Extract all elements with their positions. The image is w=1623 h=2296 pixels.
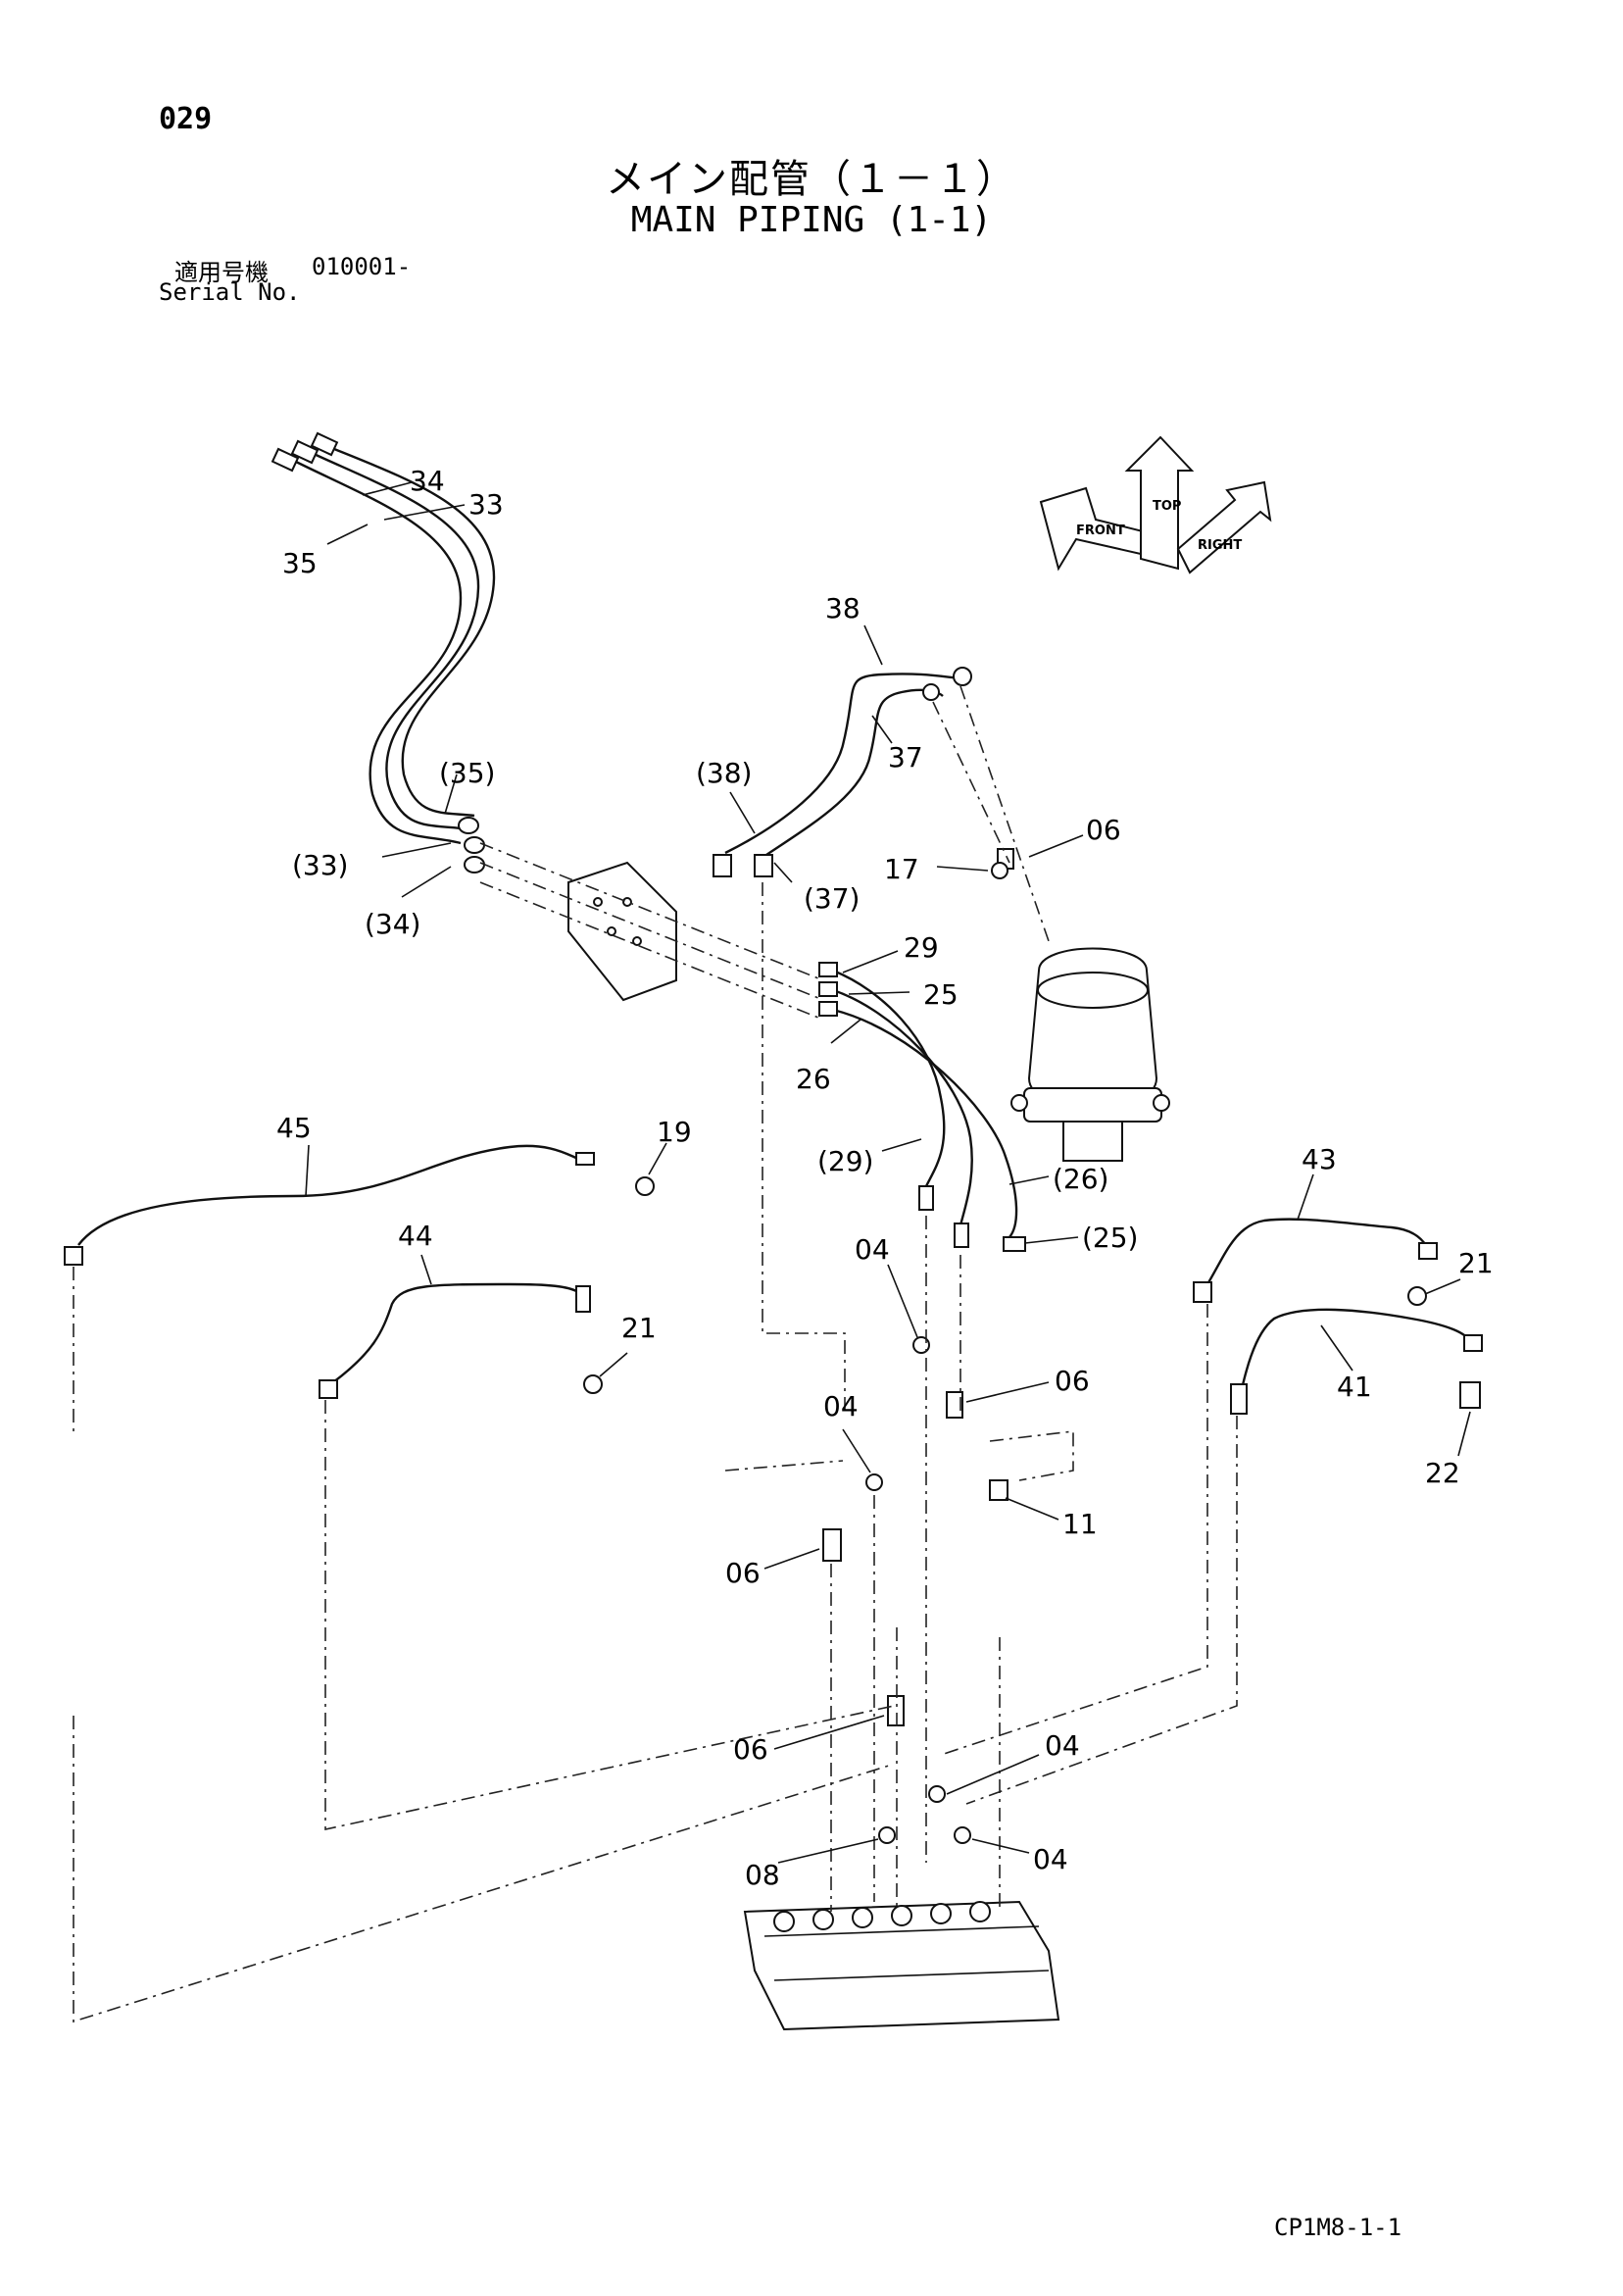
hose-41: [1230, 1308, 1483, 1415]
orientation-compass-icon: FRONT TOP RIGHT: [1039, 435, 1272, 574]
callout-06-left: 06: [725, 1557, 761, 1589]
hose-43: [1193, 1218, 1438, 1306]
callout-21-right: 21: [1458, 1247, 1494, 1279]
compass-right-label: RIGHT: [1198, 538, 1242, 553]
page-title-japanese: メイン配管（１－１）: [606, 157, 1017, 202]
connection-lines: [73, 685, 1238, 2023]
callout-45: 45: [276, 1112, 312, 1144]
compass-front-label: FRONT: [1076, 524, 1125, 538]
callout-41: 41: [1337, 1371, 1372, 1403]
compass-top-label: TOP: [1153, 499, 1181, 514]
callout-35: 35: [282, 547, 318, 579]
callout-37: 37: [888, 741, 923, 774]
serial-label-english: Serial No.: [159, 278, 301, 306]
callout-06-swing: 06: [1086, 814, 1121, 846]
hose-assembly-25-29: [818, 962, 1026, 1252]
callout-06-lower: 06: [733, 1733, 768, 1766]
callout-34-ref: (34): [365, 908, 420, 940]
callout-11: 11: [1062, 1508, 1098, 1540]
hose-45: [64, 1144, 655, 1266]
page-number: 029: [159, 102, 213, 136]
serial-label-japanese: 適用号機: [174, 259, 269, 286]
callout-25-ref: (25): [1082, 1222, 1138, 1254]
callout-21-left: 21: [621, 1312, 657, 1344]
callout-38-ref: (38): [696, 757, 752, 789]
callout-08: 08: [745, 1859, 780, 1891]
callout-29: 29: [904, 931, 939, 964]
callout-19: 19: [657, 1116, 692, 1148]
callout-26-ref: (26): [1053, 1163, 1108, 1195]
fittings: [822, 848, 1014, 1844]
callout-22: 22: [1425, 1457, 1460, 1489]
swing-motor: [1010, 947, 1170, 1162]
callout-29-ref: (29): [817, 1145, 873, 1177]
callout-04-lower: 04: [1045, 1729, 1080, 1762]
callout-25: 25: [923, 978, 959, 1011]
callout-04-mid: 04: [823, 1390, 859, 1423]
callout-37-ref: (37): [804, 882, 860, 915]
callout-06-mid: 06: [1055, 1365, 1090, 1397]
manifold-block: [567, 861, 677, 1002]
callout-35-ref: (35): [439, 757, 495, 789]
hose-44: [319, 1282, 603, 1399]
callout-17: 17: [884, 853, 919, 885]
callout-33: 33: [468, 488, 504, 521]
part-callouts: 34 33 35 38 37 (35) (38) (33) (34) (37) …: [276, 465, 1494, 1891]
callout-04-upper: 04: [855, 1233, 890, 1266]
serial-number-range: 010001-: [312, 253, 412, 280]
callout-26: 26: [796, 1063, 831, 1095]
callout-44: 44: [398, 1220, 433, 1252]
callout-43: 43: [1302, 1143, 1337, 1175]
callout-38: 38: [825, 592, 861, 624]
callout-34: 34: [410, 465, 445, 497]
hose-assembly-37-38: [713, 667, 972, 877]
control-valve: [743, 1900, 1060, 2031]
leader-lines: [305, 481, 1471, 1864]
callout-04-bottom: 04: [1033, 1843, 1068, 1875]
callout-33-ref: (33): [292, 849, 348, 881]
page-title-english: MAIN PIPING (1-1): [630, 200, 993, 240]
hose-assembly-33-35: [270, 431, 496, 873]
drawing-code: CP1M8-1-1: [1274, 2214, 1402, 2241]
